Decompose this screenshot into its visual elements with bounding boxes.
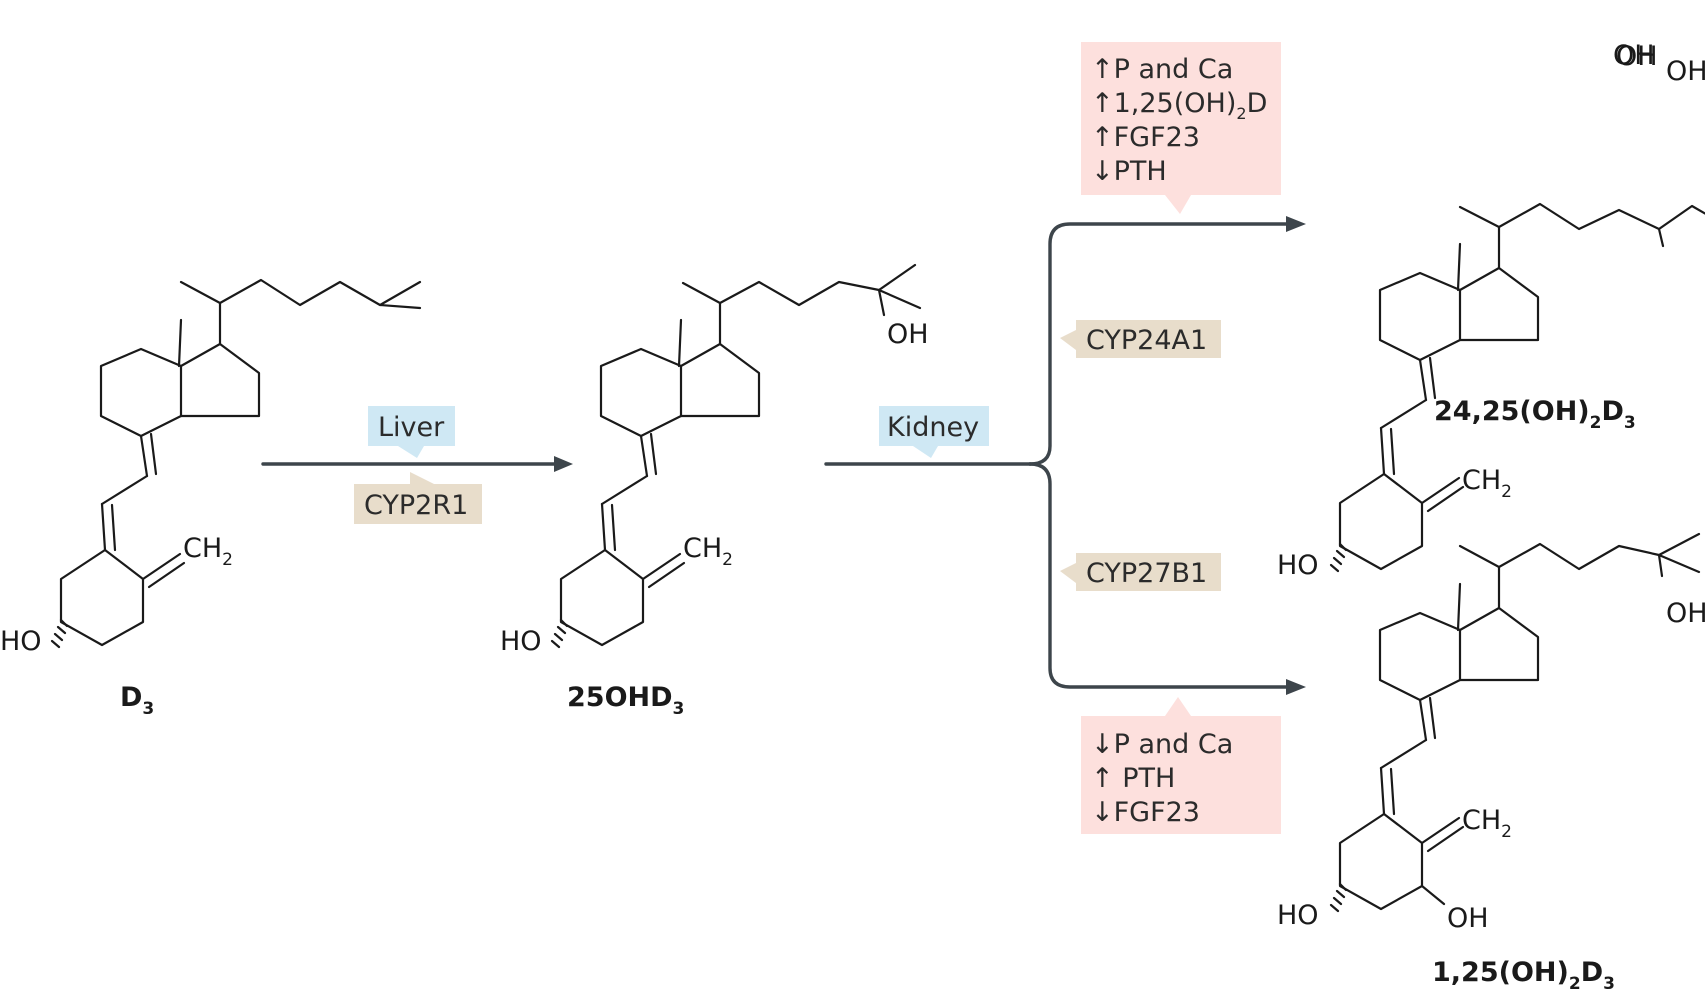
d3-name: D3 — [120, 682, 154, 719]
top-effects-box: ↑P and Ca ↑1,25(OH)2D ↑FGF23 ↓PTH — [1081, 42, 1281, 214]
kidney-label: Kidney — [887, 412, 979, 443]
25-oh-bottom-label: OH — [1666, 598, 1705, 629]
24-25-oh2d3-name: 24,25(OH)2D3 — [1434, 396, 1636, 433]
cyp27b1-label-box: CYP27B1 — [1060, 553, 1221, 591]
top-effect-line2: ↑1,25(OH)2D — [1091, 88, 1267, 123]
top-effect-line4: ↓PTH — [1091, 156, 1167, 187]
liver-arrow — [261, 456, 573, 472]
liver-label: Liver — [378, 412, 445, 443]
1-25-oh2d3-structure: HO CH2 OH — [1277, 532, 1701, 934]
kidney-branch-arrows — [824, 216, 1306, 695]
bottom-effect-line3: ↓FGF23 — [1091, 797, 1200, 828]
24-oh-label: OH — [1616, 41, 1658, 72]
cyp2r1-label-box: CYP2R1 — [354, 472, 482, 524]
cyp24a1-label: CYP24A1 — [1086, 325, 1207, 356]
d3-ho-label: HO — [0, 626, 42, 657]
bottom-effect-line2: ↑ PTH — [1091, 763, 1175, 794]
24-25-ch2-label: CH2 — [1462, 465, 1512, 502]
24-oh-text: OH — [1613, 40, 1655, 71]
top-effect-line1: ↑P and Ca — [1091, 54, 1233, 85]
1-25-ho-label: HO — [1277, 900, 1319, 931]
1-oh-label: OH — [1447, 903, 1489, 934]
25ohd3-structure: HO CH2 OH — [500, 263, 929, 657]
d3-ch2-label: CH2 — [183, 533, 233, 570]
liver-label-box: Liver — [368, 406, 455, 458]
25ohd3-name: 25OHD3 — [567, 682, 684, 719]
24-25-oh2d3-structure: HO CH2 OH — [1277, 41, 1705, 581]
bottom-effects-box: ↓P and Ca ↑ PTH ↓FGF23 — [1081, 697, 1281, 834]
kidney-label-box: Kidney — [879, 406, 989, 458]
25ohd3-ch2-label: CH2 — [683, 533, 733, 570]
1-25-ch2-label: CH2 — [1462, 805, 1512, 842]
top-effect-line3: ↑FGF23 — [1091, 122, 1200, 153]
25ohd3-oh-label: OH — [887, 319, 929, 350]
1-25-oh2d3-name: 1,25(OH)2D3 — [1432, 957, 1615, 994]
cyp27b1-label: CYP27B1 — [1086, 558, 1207, 589]
25-oh-text: OH — [1666, 56, 1705, 87]
cyp2r1-label: CYP2R1 — [364, 490, 468, 521]
cyp24a1-label-box: CYP24A1 — [1060, 320, 1221, 358]
25ohd3-ho-label: HO — [500, 626, 542, 657]
24-25-ho-label: HO — [1277, 550, 1319, 581]
bottom-effect-line1: ↓P and Ca — [1091, 729, 1233, 760]
d3-structure: HO CH2 — [0, 278, 422, 657]
